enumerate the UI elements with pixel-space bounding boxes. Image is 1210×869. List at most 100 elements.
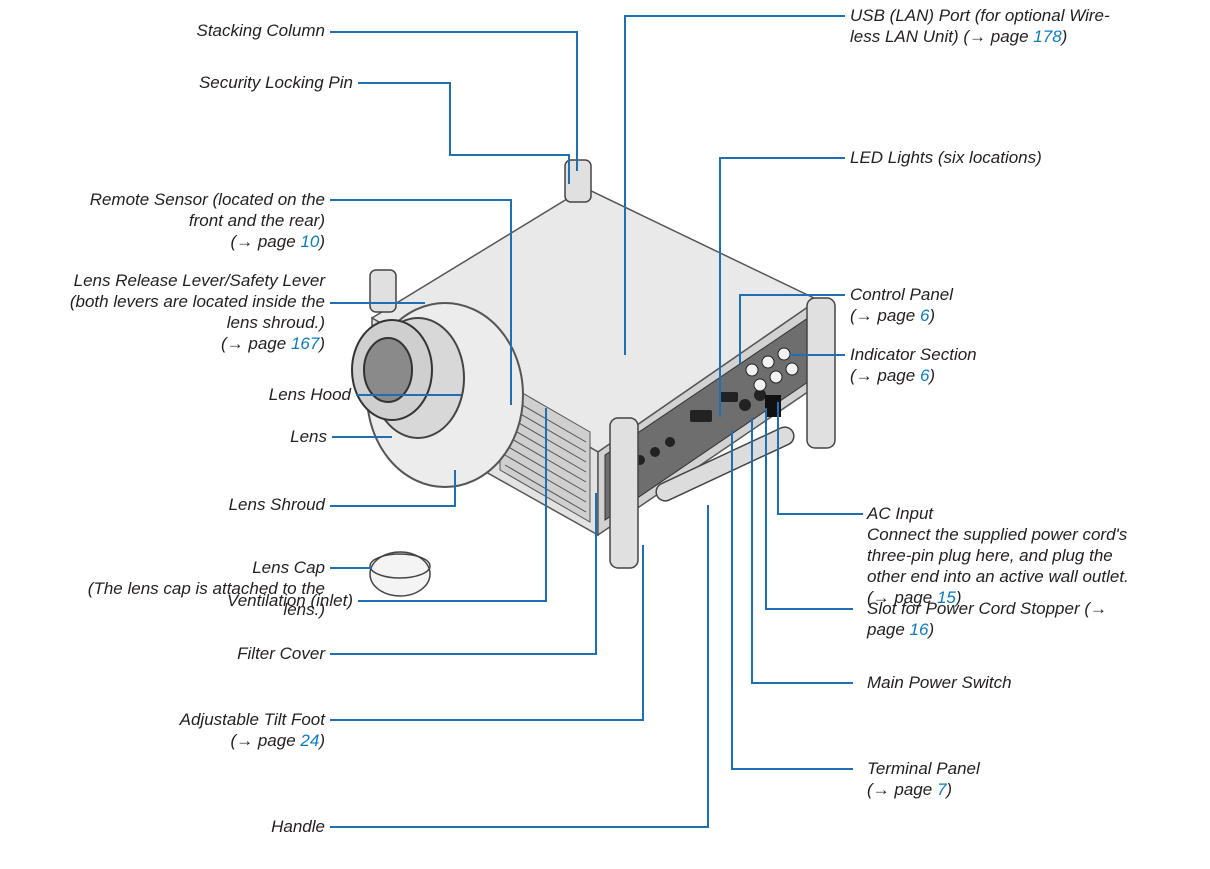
label-lens-cap: Lens Cap (The lens cap is attached to th… xyxy=(0,557,325,620)
leader-security-pin-v1 xyxy=(449,82,451,155)
label-terminal-panel: Terminal Panel (→ page 7) xyxy=(867,758,1207,800)
cord-stopper-ref-close: ) xyxy=(928,620,935,639)
leader-lens-release xyxy=(330,302,425,304)
lens-cap-line2: (The lens cap is attached to the xyxy=(87,579,325,598)
indicator-ref-text: (→ page xyxy=(850,366,920,385)
label-ac-input: AC Input Connect the supplied power cord… xyxy=(867,503,1207,608)
lens-cap-line1: Lens Cap xyxy=(252,558,325,577)
ac-input-line4: other end into an active wall outlet. xyxy=(867,567,1129,586)
remote-sensor-ref: (→ page 10) xyxy=(0,231,325,252)
leader-usb-lan xyxy=(625,15,845,17)
leader-filter-cover-v xyxy=(595,493,597,655)
control-panel-ref: (→ page 6) xyxy=(850,305,1200,326)
leader-ac-input-v xyxy=(777,402,779,515)
leader-ventilation xyxy=(358,600,546,602)
ac-input-ref-close: ) xyxy=(955,588,962,607)
label-power-cord-stopper: Slot for Power Cord Stopper (→ page 16) xyxy=(867,598,1207,640)
lens-shroud-text: Lens Shroud xyxy=(228,495,325,514)
control-panel-buttons xyxy=(745,347,799,392)
lens-release-line3: lens shroud.) xyxy=(226,313,325,332)
ac-input-page-link[interactable]: 15 xyxy=(936,588,956,607)
cord-stopper-line2: page 16) xyxy=(867,619,1207,640)
leader-lens-shroud-v xyxy=(454,470,456,507)
leader-security-pin-h2 xyxy=(449,154,569,156)
cord-stopper-page-link[interactable]: 16 xyxy=(909,620,929,639)
lens-release-ref-text: (→ page xyxy=(221,334,291,353)
ventilation-text: Ventilation (inlet) xyxy=(227,591,353,610)
leader-security-pin xyxy=(358,82,450,84)
label-indicator-section: Indicator Section (→ page 6) xyxy=(850,344,1200,386)
label-lens-release-lever: Lens Release Lever/Safety Lever (both le… xyxy=(0,270,325,354)
usb-lan-line2: less LAN Unit) (→ page 178) xyxy=(850,26,1200,47)
label-filter-cover: Filter Cover xyxy=(60,643,325,664)
leader-lens xyxy=(332,436,392,438)
label-adjustable-tilt-foot: Adjustable Tilt Foot (→ page 24) xyxy=(0,709,325,751)
leader-tilt-foot-v xyxy=(642,545,644,721)
leader-tilt-foot xyxy=(330,719,643,721)
terminal-panel-ref-close: ) xyxy=(946,780,953,799)
usb-lan-page-link[interactable]: 178 xyxy=(1033,27,1062,46)
label-lens: Lens xyxy=(60,426,327,447)
remote-sensor-page-link[interactable]: 10 xyxy=(300,232,320,251)
control-panel-ref-text: (→ page xyxy=(850,306,920,325)
label-remote-sensor: Remote Sensor (located on the front and … xyxy=(0,189,325,252)
control-panel-line1: Control Panel xyxy=(850,285,954,304)
leader-main-power-v xyxy=(751,418,753,684)
leader-usb-lan-v xyxy=(624,15,626,355)
lens-release-ref: (→ page 167) xyxy=(0,333,325,354)
lens-text: Lens xyxy=(290,427,327,446)
leader-stacking-column-v xyxy=(576,31,578,171)
indicator-page-link[interactable]: 6 xyxy=(919,366,930,385)
label-control-panel: Control Panel (→ page 6) xyxy=(850,284,1200,326)
ac-input-ref: (→ page 15) xyxy=(867,587,1207,608)
leader-stacking-column xyxy=(330,31,577,33)
label-security-locking-pin: Security Locking Pin xyxy=(60,72,353,93)
remote-sensor-ref-close: ) xyxy=(319,232,325,251)
lens-release-page-link[interactable]: 167 xyxy=(290,334,320,353)
remote-sensor-line1: Remote Sensor (located on the xyxy=(89,190,325,209)
control-panel-ref-close: ) xyxy=(929,306,936,325)
leader-security-pin-v2 xyxy=(568,154,570,184)
label-usb-lan-port: USB (LAN) Port (for optional Wire- less … xyxy=(850,5,1200,47)
indicator-ref-close: ) xyxy=(929,366,936,385)
ac-input-line1: AC Input xyxy=(867,504,934,523)
leader-ac-input xyxy=(778,513,863,515)
security-locking-pin-text: Security Locking Pin xyxy=(198,73,353,92)
leader-handle xyxy=(330,826,708,828)
tilt-foot-ref-close: ) xyxy=(319,731,325,750)
projector-handle xyxy=(655,426,795,502)
tilt-foot-line1: Adjustable Tilt Foot xyxy=(179,710,325,729)
usb-lan-line1: USB (LAN) Port (for optional Wire- xyxy=(850,6,1110,25)
label-led-lights: LED Lights (six locations) xyxy=(850,147,1200,168)
terminal-connectors xyxy=(635,389,781,465)
control-panel-page-link[interactable]: 6 xyxy=(919,306,930,325)
lens-glass xyxy=(363,337,413,403)
lens-cap-line3: lens.) xyxy=(283,600,325,619)
leader-terminal-panel-v xyxy=(731,430,733,770)
leader-remote-sensor-v xyxy=(510,199,512,405)
lens-release-ref-close: ) xyxy=(319,334,325,353)
terminal-panel-page-link[interactable]: 7 xyxy=(936,780,947,799)
remote-sensor-ref-text: (→ page xyxy=(230,232,301,251)
leader-lens-hood xyxy=(356,394,461,396)
indicator-ref: (→ page 6) xyxy=(850,365,1200,386)
terminal-panel-ref-text: (→ page xyxy=(867,780,937,799)
label-lens-hood: Lens Hood xyxy=(60,384,351,405)
leader-cord-stopper xyxy=(766,608,853,610)
label-stacking-column: Stacking Column xyxy=(60,20,325,41)
cord-stopper-line2-text: page xyxy=(867,620,910,639)
remote-sensor-line2: front and the rear) xyxy=(188,211,325,230)
cord-stopper-line1: Slot for Power Cord Stopper (→ xyxy=(867,599,1107,618)
filter-cover-text: Filter Cover xyxy=(237,644,325,663)
leader-lens-cap xyxy=(330,567,372,569)
usb-lan-line2-text: less LAN Unit) (→ page xyxy=(850,27,1034,46)
ac-input-ref-text: (→ page xyxy=(867,588,937,607)
tilt-foot-page-link[interactable]: 24 xyxy=(300,731,320,750)
leader-main-power xyxy=(752,682,853,684)
leader-filter-cover xyxy=(330,653,596,655)
leader-terminal-panel xyxy=(732,768,853,770)
lens-release-line1: Lens Release Lever/Safety Lever xyxy=(73,271,325,290)
leader-remote-sensor xyxy=(330,199,511,201)
lens-release-line2: (both levers are located inside the xyxy=(69,292,325,311)
lens-cap-illustration xyxy=(369,551,431,597)
